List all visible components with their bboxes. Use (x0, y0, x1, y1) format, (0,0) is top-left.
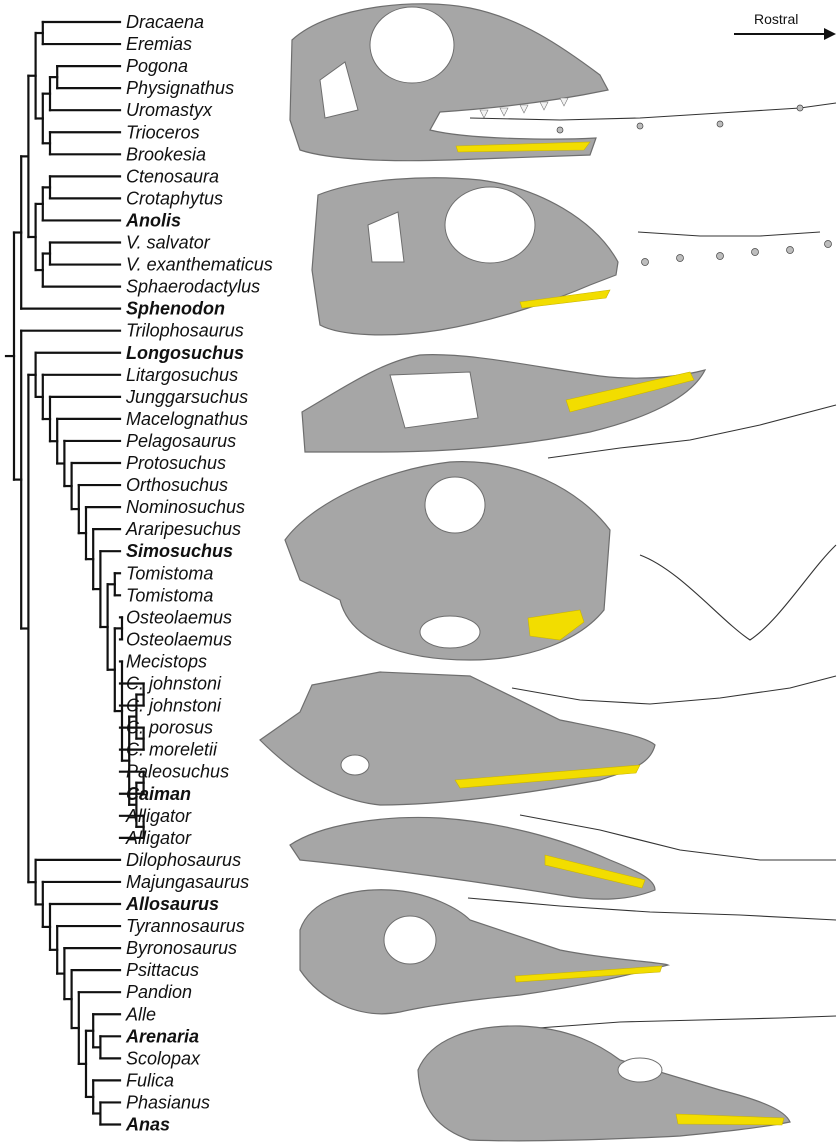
taxon-label: Pandion (126, 982, 192, 1002)
taxon-label: Byronosaurus (126, 938, 237, 958)
caiman-canal-trace (512, 676, 836, 704)
specimen-skull-anolis (290, 4, 836, 161)
taxon-label: Dilophosaurus (126, 850, 241, 870)
taxon-label: Ctenosaura (126, 166, 219, 186)
taxon-label: Nominosuchus (126, 497, 245, 517)
taxon-label: Tomistoma (126, 563, 213, 583)
taxon-label: Dracaena (126, 12, 204, 32)
taxon-label: Majungasaurus (126, 872, 249, 892)
caiman-skull-shape (260, 672, 655, 805)
anolis-orbit (370, 7, 454, 83)
taxon-label: Osteolaemus (126, 607, 232, 627)
sphenodon-canal-trace (638, 232, 820, 236)
taxon-label: Tyrannosaurus (126, 916, 245, 936)
arenaria-orbit (384, 916, 436, 964)
taxon-label: Longosuchus (126, 343, 244, 363)
taxon-label: Alligator (125, 828, 192, 848)
rostral-arrow-head-icon (824, 28, 836, 40)
taxon-label: Eremias (126, 34, 192, 54)
taxon-label: Caiman (126, 784, 191, 804)
taxon-label: Macelognathus (126, 409, 248, 429)
taxon-label: Paleosuchus (126, 762, 229, 782)
taxon-label: Orthosuchus (126, 475, 228, 495)
taxon-label: Physignathus (126, 78, 234, 98)
taxon-label: V. exanthematicus (126, 255, 273, 275)
caiman-jaw-fenestra (341, 755, 369, 775)
simosuchus-orbit (425, 477, 485, 533)
taxon-label: Uromastyx (126, 100, 213, 120)
taxon-label: Sphaerodactylus (126, 277, 260, 297)
taxon-label: Trioceros (126, 122, 200, 142)
taxon-label: Protosuchus (126, 453, 226, 473)
longosuchus-fenestra (390, 372, 478, 428)
specimen-skull-sphenodon (312, 178, 832, 335)
taxon-label: Anolis (125, 210, 181, 230)
rostral-label: Rostral (754, 11, 798, 27)
simosuchus-jaw-fenestra (420, 616, 480, 648)
taxon-label: C. johnstoni (126, 696, 222, 716)
taxon-label: Junggarsuchus (125, 387, 248, 407)
taxon-label: Araripesuchus (125, 519, 241, 539)
taxon-label: Psittacus (126, 960, 199, 980)
specimen-skull-caiman (260, 672, 836, 805)
taxon-label: Alle (125, 1004, 156, 1024)
specimen-skull-simosuchus (285, 462, 836, 660)
taxon-label: Osteolaemus (126, 629, 232, 649)
simosuchus-canal-trace (640, 545, 836, 640)
taxon-label: Simosuchus (126, 541, 233, 561)
taxon-label: Fulica (126, 1070, 174, 1090)
taxon-label: Scolopax (126, 1048, 201, 1068)
taxon-label: Anas (125, 1115, 170, 1135)
specimen-skull-arenaria (300, 890, 836, 1028)
taxon-label: Pelagosaurus (126, 431, 236, 451)
taxon-labels: DracaenaEremiasPogonaPhysignathusUromast… (125, 12, 273, 1135)
specimen-skull-anas (418, 1026, 790, 1141)
longosuchus-jaw-shape (302, 355, 705, 452)
taxon-label: C. porosus (126, 718, 213, 738)
taxon-label: Litargosuchus (126, 365, 238, 385)
taxon-label: V. salvator (126, 233, 211, 253)
rostral-indicator: Rostral (734, 11, 836, 40)
taxon-label: C. johnstoni (126, 674, 222, 694)
taxon-label: Crotaphytus (126, 188, 223, 208)
sphenodon-orbit (445, 187, 535, 263)
taxon-label: Alligator (125, 806, 192, 826)
taxon-label: Brookesia (126, 144, 206, 164)
taxon-label: Pogona (126, 56, 188, 76)
taxon-label: Tomistoma (126, 585, 213, 605)
taxon-label: Allosaurus (125, 894, 219, 914)
taxon-label: Phasianus (126, 1092, 210, 1112)
arenaria-canal-trace (468, 898, 836, 920)
taxon-label: C. moreletii (126, 740, 218, 760)
specimen-jaw-longosuchus (302, 355, 836, 458)
taxon-label: Mecistops (126, 651, 207, 671)
specimen-jaw-alligator (290, 815, 836, 899)
arenaria-lower-canal-trace (538, 1016, 836, 1028)
arenaria-skull-shape (300, 890, 668, 1014)
phylogenetic-tree (6, 22, 144, 1125)
anas-nostril (618, 1058, 662, 1082)
taxon-label: Arenaria (125, 1026, 199, 1046)
taxon-label: Sphenodon (126, 299, 225, 319)
taxon-label: Trilophosaurus (126, 321, 244, 341)
